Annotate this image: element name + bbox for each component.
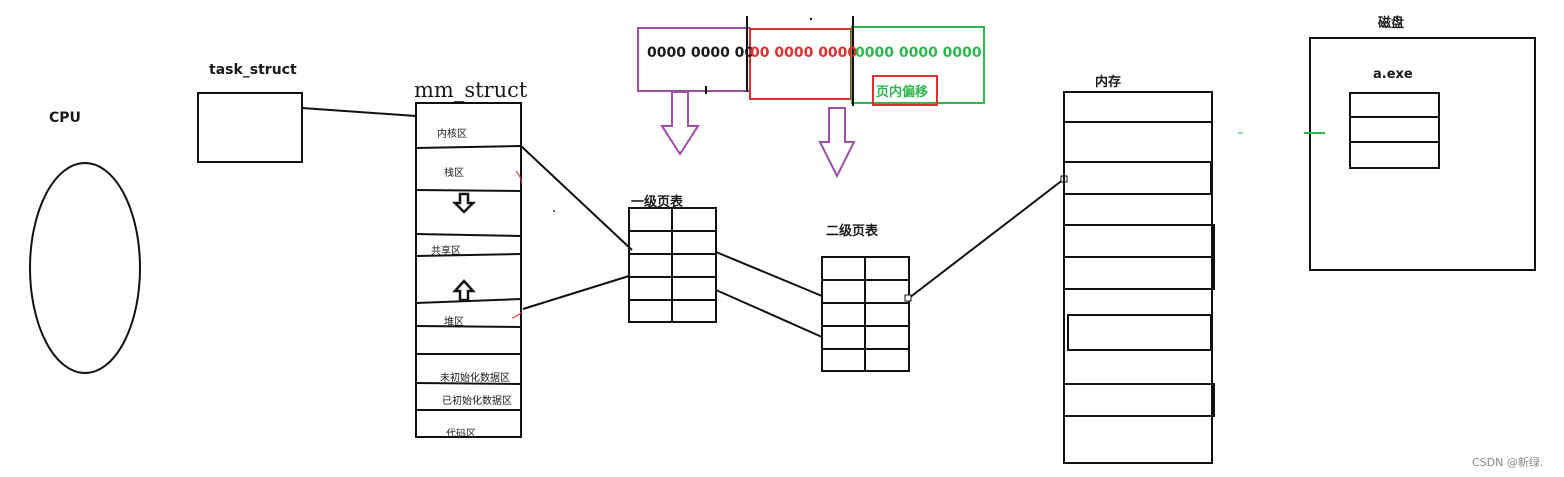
memory-label: 内存: [1095, 75, 1122, 90]
level2-table-grid: [821, 256, 910, 372]
mm-struct-column: [415, 102, 522, 438]
cpu-ellipse: [29, 162, 141, 374]
disk-box: [1309, 37, 1536, 271]
address-part-3: 0000 0000 0000: [855, 45, 982, 61]
exe-grid: [1349, 92, 1440, 169]
task-struct-label: task_struct: [209, 62, 297, 78]
address-part-1: 0000 0000 00: [647, 45, 755, 61]
addr-divider-ticks: [705, 16, 854, 106]
disk-label: 磁盘: [1378, 16, 1405, 31]
addr-box-red: [749, 28, 852, 100]
dot-mark: [553, 210, 555, 212]
level1-table-label: 一级页表: [631, 195, 684, 210]
heap-grow-up-arrow: [452, 279, 476, 302]
mm-region-stack: 栈区: [444, 168, 464, 179]
memory-column: [1063, 91, 1215, 464]
level2-table-label: 二级页表: [826, 224, 879, 239]
offset-label-box: [872, 75, 938, 106]
purple-down-arrow-2: [818, 107, 856, 179]
address-part-2: 00 0000 0000: [750, 45, 858, 61]
stack-grow-down-arrow: [451, 192, 477, 214]
red-mark-2: [511, 311, 523, 319]
mm-region-kernel: 内核区: [437, 129, 467, 140]
mm-region-data: 已初始化数据区: [442, 396, 512, 407]
mm-struct-label: mm_struct: [414, 78, 528, 102]
mm-region-bss: 未初始化数据区: [440, 373, 510, 384]
page-offset-label: 页内偏移: [876, 85, 929, 100]
mapping-lines: [520, 145, 1065, 338]
mm-region-heap: 堆区: [444, 317, 464, 328]
watermark: CSDN @新绿.: [1472, 456, 1544, 469]
level1-table-grid: [628, 207, 717, 323]
task-to-mm-line: [301, 107, 417, 117]
connector-node-l2: [904, 294, 912, 302]
task-struct-box: [197, 92, 303, 163]
exe-label: a.exe: [1373, 67, 1413, 82]
purple-down-arrow-1: [660, 91, 700, 156]
mm-region-code: 代码区: [446, 429, 476, 440]
mm-region-shared: 共享区: [431, 246, 461, 257]
red-mark-1: [515, 170, 523, 184]
cpu-label: CPU: [49, 110, 81, 126]
